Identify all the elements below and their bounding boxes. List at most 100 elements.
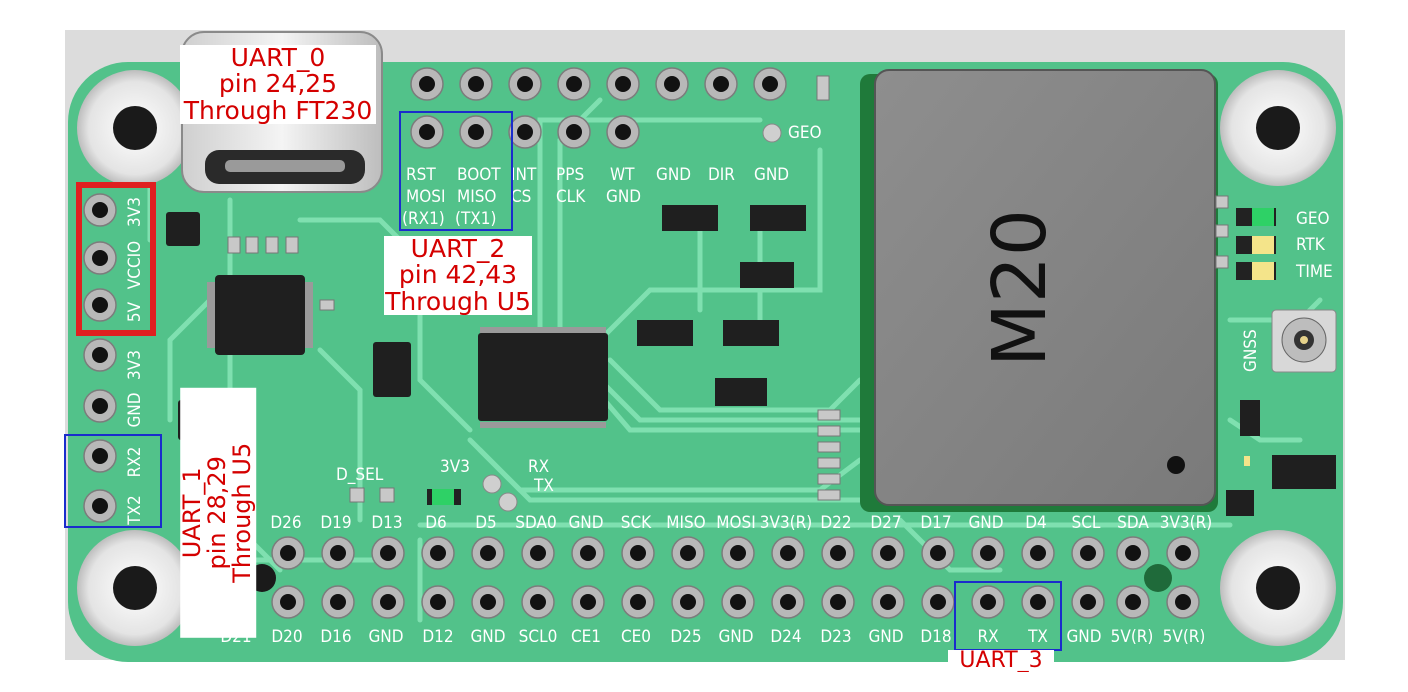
gpio-pin	[871, 585, 905, 619]
gpio-pin	[921, 585, 955, 619]
gpio-label: D26	[270, 513, 301, 533]
gpio-label: TX	[1027, 627, 1048, 647]
top-header-label: (TX1)	[455, 209, 496, 229]
gpio-pin	[621, 536, 655, 570]
gpio-pin	[1116, 585, 1150, 619]
left-header-pin	[83, 389, 117, 423]
uart3-title: UART_3	[959, 650, 1043, 672]
gpio-label: 5V(R)	[1163, 627, 1206, 647]
top-header-pin	[704, 67, 738, 101]
top-header-label: INT	[511, 165, 537, 185]
gpio-pin	[1071, 536, 1105, 570]
top-header-pin	[508, 115, 542, 149]
gpio-pin	[271, 585, 305, 619]
gpio-pin	[1021, 536, 1055, 570]
tx-test-label: TX	[533, 476, 554, 496]
gpio-label: D4	[1025, 513, 1047, 533]
d-sel-label: D_SEL	[336, 465, 384, 485]
left-header-pin	[83, 338, 117, 372]
led-label: RTK	[1296, 235, 1326, 255]
uart1-title: UART_1	[178, 467, 207, 559]
uart2-highlight-box	[399, 111, 513, 231]
uart1-pins: pin 28,29	[203, 456, 232, 570]
top-header-label: CLK	[556, 187, 586, 207]
top-header-pin	[410, 115, 444, 149]
gpio-pin	[971, 585, 1005, 619]
uart2-route: Through U5	[385, 286, 531, 316]
gpio-label: GND	[968, 513, 1003, 533]
gpio-pin	[921, 536, 955, 570]
gpio-label: CE0	[621, 627, 651, 647]
gpio-pin	[371, 536, 405, 570]
gpio-pin	[821, 536, 855, 570]
gpio-label: SCL0	[519, 627, 558, 647]
top-header-label: MOSI	[406, 187, 445, 207]
uart1-route: Through U5	[228, 442, 257, 583]
gpio-pin	[271, 536, 305, 570]
gpio-pin	[421, 585, 455, 619]
gpio-label: D6	[425, 513, 447, 533]
gpio-label: D5	[475, 513, 497, 533]
gpio-pin	[371, 585, 405, 619]
gpio-pin	[321, 536, 355, 570]
gpio-label: D12	[422, 627, 453, 647]
uart2-pins: pin 42,43	[398, 260, 518, 290]
geo-pad-label: GEO	[788, 123, 822, 143]
gpio-label: D19	[320, 513, 351, 533]
gpio-label: D16	[320, 627, 351, 647]
passive-components	[227, 75, 1229, 503]
gpio-pin	[421, 536, 455, 570]
gpio-pin	[571, 585, 605, 619]
uart0-annotation: UART_0 pin 24,25 Through FT230	[180, 43, 376, 125]
gpio-label: D18	[920, 627, 951, 647]
top-header-label: (RX1)	[402, 209, 445, 229]
gpio-pin	[1116, 536, 1150, 570]
ic-pins	[207, 282, 606, 428]
left-header-label: 3V3	[125, 350, 145, 380]
gpio-pin	[771, 536, 805, 570]
ic-components	[166, 205, 1336, 516]
top-header-pin	[655, 67, 689, 101]
gpio-label: 3V3(R)	[760, 513, 812, 533]
top-header-pin	[508, 67, 542, 101]
gpio-label: SDA	[1117, 513, 1149, 533]
top-header-pin	[459, 67, 493, 101]
top-header-label: CS	[511, 187, 531, 207]
gpio-pin	[1166, 536, 1200, 570]
test-pads	[482, 474, 518, 512]
led-label: TIME	[1295, 262, 1333, 282]
top-header-pin	[557, 115, 591, 149]
top-header-label: GND	[656, 165, 691, 185]
gpio-label: D22	[820, 513, 851, 533]
uart1-annotation: UART_1 pin 28,29 Through U5	[178, 387, 257, 638]
uart0-title: UART_0	[230, 43, 326, 72]
gpio-pin	[1071, 585, 1105, 619]
left-header-label: 5V	[125, 301, 145, 322]
gpio-pin	[321, 585, 355, 619]
gpio-label: CE1	[571, 627, 601, 647]
mounting-holes	[77, 70, 1336, 646]
top-header-pin	[753, 67, 787, 101]
uart3-annotation: UART_3	[948, 650, 1054, 672]
left-header-label: VCCIO	[125, 241, 145, 289]
uart1-highlight-box	[64, 434, 162, 528]
gpio-label: 5V(R)	[1111, 627, 1154, 647]
top-header-label: MISO	[457, 187, 496, 207]
gpio-label: GND	[718, 627, 753, 647]
top-header-label: GND	[754, 165, 789, 185]
gpio-label: GND	[568, 513, 603, 533]
left-header-label: RX2	[125, 447, 145, 478]
top-header-label: WT	[610, 165, 635, 185]
uart0-route: Through FT230	[183, 95, 373, 125]
left-header-pin	[83, 288, 117, 322]
gpio-label: SDA0	[515, 513, 556, 533]
gpio-pin	[971, 536, 1005, 570]
top-header-label: RST	[406, 165, 436, 185]
gpio-pin	[471, 536, 505, 570]
gpio-pin	[571, 536, 605, 570]
gpio-pin	[771, 585, 805, 619]
